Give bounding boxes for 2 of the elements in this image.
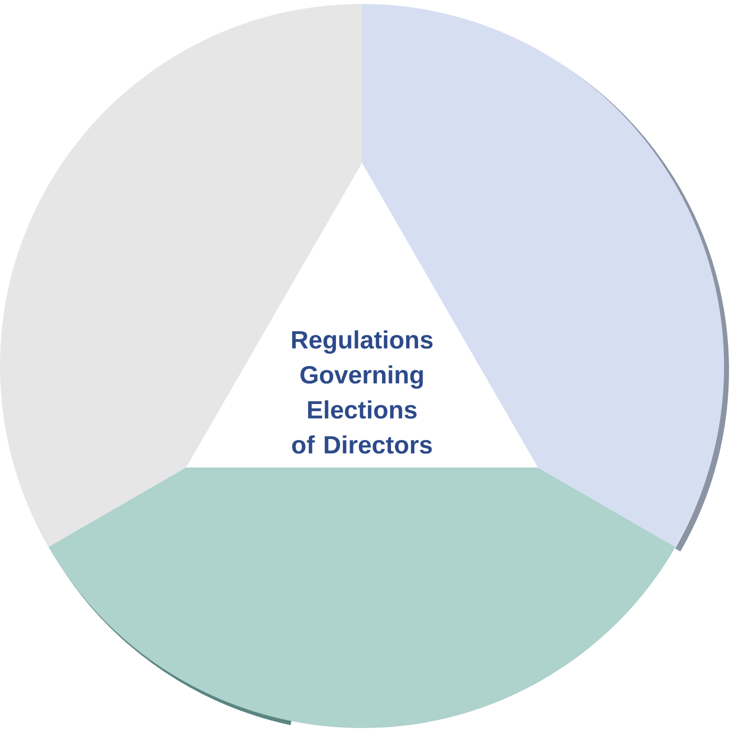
- circle-segment: [48, 468, 676, 728]
- center-triangle: Regulations Governing Elections of Directors: [186, 163, 538, 468]
